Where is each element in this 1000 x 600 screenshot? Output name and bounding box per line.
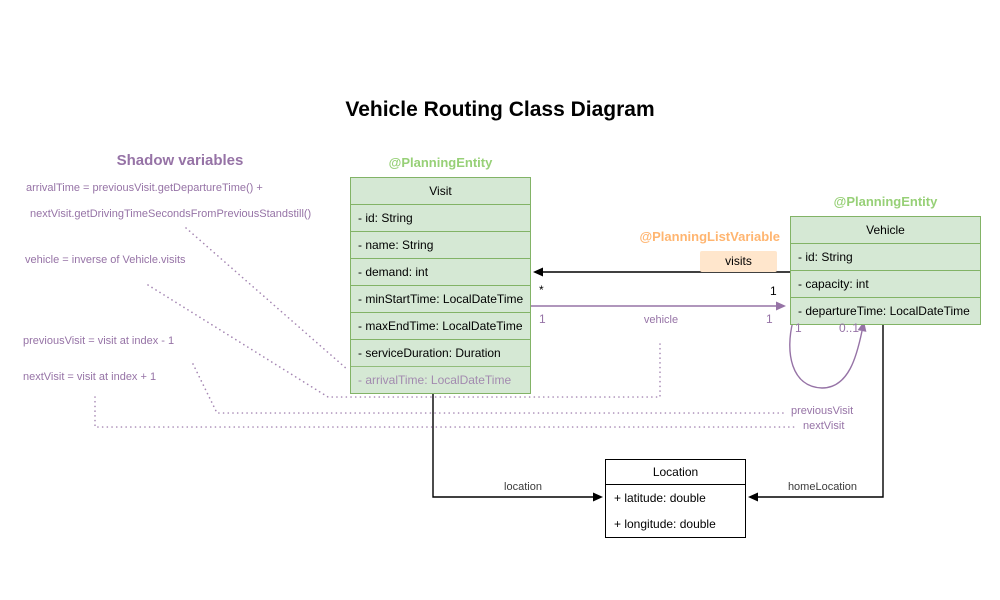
vehicle-edge-source-multiplicity: 1 bbox=[539, 312, 546, 326]
visit-field-serviceduration: - serviceDuration: Duration bbox=[351, 339, 530, 366]
nextvisit-edge-label: nextVisit bbox=[803, 420, 845, 432]
visit-field-minstarttime: - minStartTime: LocalDateTime bbox=[351, 285, 530, 312]
vehicle-edge-target-multiplicity: 1 bbox=[766, 312, 773, 326]
visit-field-demand: - demand: int bbox=[351, 258, 530, 285]
planning-list-variable-stereotype: @PlanningListVariable bbox=[639, 229, 780, 244]
dotted-arrivaltime-connector bbox=[185, 227, 349, 371]
arrivaltime-formula-line1: arrivalTime = previousVisit.getDeparture… bbox=[26, 182, 263, 194]
vehicle-class-box: Vehicle - id: String - capacity: int - d… bbox=[790, 216, 981, 325]
visit-field-name: - name: String bbox=[351, 231, 530, 258]
vehicle-field-capacity: - capacity: int bbox=[791, 270, 980, 297]
visits-edge-label-badge: visits bbox=[700, 251, 777, 272]
home-location-edge-label: homeLocation bbox=[787, 481, 858, 493]
vehicle-formula: vehicle = inverse of Vehicle.visits bbox=[25, 254, 186, 266]
diagram-title: Vehicle Routing Class Diagram bbox=[345, 98, 655, 121]
visit-class-name: Visit bbox=[429, 184, 452, 198]
vehicle-planning-entity-stereotype: @PlanningEntity bbox=[833, 194, 938, 209]
loop-target-multiplicity: 0..1 bbox=[839, 321, 860, 335]
loop-source-multiplicity: 1 bbox=[795, 321, 802, 335]
vehicle-edge-label: vehicle bbox=[643, 314, 679, 326]
vehicle-field-departuretime: - departureTime: LocalDateTime bbox=[791, 297, 980, 324]
location-edge-label: location bbox=[504, 481, 542, 493]
vehicle-class-name: Vehicle bbox=[866, 223, 905, 237]
location-class-box: Location + latitude: double + longitude:… bbox=[605, 459, 746, 538]
previousvisit-edge-label: previousVisit bbox=[791, 405, 854, 417]
visit-planning-entity-stereotype: @PlanningEntity bbox=[388, 155, 493, 170]
visit-field-maxendtime: - maxEndTime: LocalDateTime bbox=[351, 312, 530, 339]
nextvisit-formula: nextVisit = visit at index + 1 bbox=[23, 371, 157, 383]
previousvisit-formula: previousVisit = visit at index - 1 bbox=[23, 335, 175, 347]
visits-multiplicity-one: 1 bbox=[770, 284, 777, 298]
location-class-name: Location bbox=[606, 460, 745, 485]
vehicle-field-id: - id: String bbox=[791, 243, 980, 270]
visit-class-box: Visit - id: String - name: String - dema… bbox=[350, 177, 531, 394]
dotted-nextvisit-connector bbox=[94, 396, 797, 428]
arrivaltime-formula-line2: nextVisit.getDrivingTimeSecondsFromPrevi… bbox=[30, 208, 312, 220]
location-field-latitude: + latitude: double bbox=[614, 491, 706, 505]
visit-field-arrivaltime: - arrivalTime: LocalDateTime bbox=[351, 366, 530, 393]
visit-field-id: - id: String bbox=[351, 204, 530, 231]
shadow-variables-heading: Shadow variables bbox=[116, 152, 244, 169]
visits-multiplicity-star: * bbox=[539, 283, 544, 297]
location-field-longitude: + longitude: double bbox=[614, 517, 716, 531]
